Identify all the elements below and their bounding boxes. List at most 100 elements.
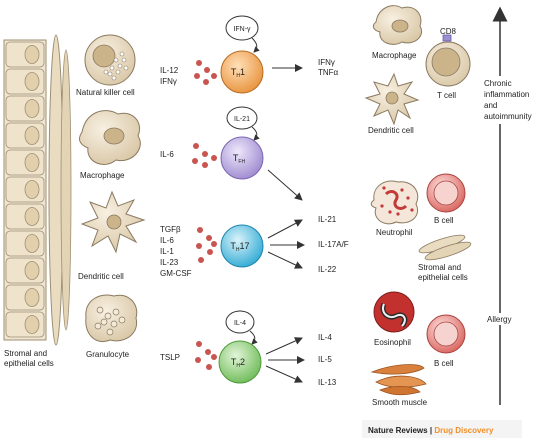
th17-arrow-il22: [267, 251, 303, 269]
dendritic-cell-icon-left: [80, 190, 146, 254]
nk-granule: [103, 69, 109, 75]
tfh-cell: TFH: [220, 136, 264, 180]
macrophage-label-left: Macrophage: [80, 171, 125, 180]
axis-bottom-label: Allergy: [487, 315, 511, 324]
th17-cell-sub: H: [236, 247, 240, 253]
footer-section: Drug Discovery: [434, 426, 494, 435]
th1-cytokine-dots: [194, 60, 217, 85]
axis-label-bg-top: [482, 76, 552, 124]
stromal-cells-icon-right: [418, 234, 472, 261]
nk-granule: [111, 75, 117, 81]
svg-text:TH17: TH17: [230, 241, 249, 253]
th1-feedback-loop: IFN-γ: [225, 15, 260, 53]
dendritic-label-left: Dendritic cell: [78, 272, 124, 281]
tfh-output-arrow: [267, 169, 303, 201]
th17-output-il21: IL-21: [318, 215, 337, 224]
epithelial-cell: [5, 203, 45, 230]
svg-text:TFH: TFH: [233, 153, 246, 165]
epithelial-cell: [5, 122, 45, 149]
nk-granule: [123, 65, 129, 71]
th17-cytokine-dots: [196, 227, 217, 263]
svg-text:TH2: TH2: [231, 357, 245, 369]
th2-cytokine-dots: [195, 341, 217, 370]
footer-journal: Nature Reviews | Drug Discovery: [368, 426, 494, 435]
th17-cell-main: T: [230, 241, 236, 251]
natural-killer-cell-icon: [84, 34, 136, 86]
th2-input-tslp: TSLP: [160, 353, 180, 362]
granulocyte-granule: [112, 308, 120, 316]
th2-arrow-il13: [265, 365, 303, 383]
smooth-muscle-label: Smooth muscle: [372, 398, 428, 407]
th17-arrow-il21: [267, 219, 303, 239]
nk-granule: [117, 63, 123, 69]
th2-cell-num: 2: [240, 357, 245, 367]
footer-bar: [362, 420, 522, 438]
th2-feedback-label: IL-4: [234, 320, 246, 327]
epithelial-cell: [5, 95, 45, 122]
epithelial-cell: [5, 68, 45, 95]
dendritic-cell-icon-right: [364, 72, 420, 126]
neutrophil-granule: [400, 188, 404, 192]
nk-granule: [109, 65, 115, 71]
granulocyte-granule: [110, 320, 118, 328]
th1-output-ifng: IFNγ: [318, 58, 335, 67]
th2-feedback-loop: IL-4: [225, 310, 258, 345]
neutrophil-granule: [396, 212, 400, 216]
th2-cell-sub: H: [236, 363, 240, 369]
epithelial-cell: [5, 230, 45, 257]
b-cell-icon-1: [426, 173, 466, 213]
epithelial-cell: [5, 149, 45, 176]
neutrophil-granule: [380, 204, 384, 208]
th17-cell-num: 17: [240, 241, 250, 251]
eosinophil-label: Eosinophil: [374, 338, 411, 347]
t-cell-label: T cell: [437, 91, 456, 100]
granulocyte-granule: [118, 316, 126, 324]
th1-cell-main: T: [231, 67, 237, 77]
granulocyte-granule: [100, 318, 108, 326]
granulocyte-label: Granulocyte: [86, 350, 130, 359]
footer-separator: |: [430, 426, 432, 435]
th1-cell-num: 1: [240, 67, 245, 77]
epithelial-cell: [5, 257, 45, 284]
epithelial-cell: [5, 176, 45, 203]
svg-text:TH1: TH1: [231, 67, 245, 79]
th2-arrow-il4: [265, 337, 303, 355]
tfh-cell-sub: FH: [238, 159, 245, 165]
th1-feedback-label: IFN-γ: [233, 26, 251, 33]
th2-output-il13: IL-13: [318, 378, 337, 387]
th1-input-ifng: IFNγ: [160, 77, 177, 86]
th17-input-gmcsf: GM-CSF: [160, 269, 192, 278]
neutrophil-label: Neutrophil: [376, 228, 413, 237]
th17-cell: TH17: [220, 224, 264, 268]
stromal-label-right-1: Stromal and: [418, 263, 461, 272]
nk-granule: [115, 69, 121, 75]
epithelial-cell: [5, 311, 45, 338]
natural-killer-label: Natural killer cell: [76, 88, 135, 97]
nk-granule: [107, 71, 113, 77]
neutrophil-icon: [370, 180, 419, 225]
b-cell-icon-2: [426, 314, 466, 354]
axis-top-label-line3: and: [484, 101, 497, 110]
cd8-label: CD8: [440, 27, 457, 36]
dendritic-label-right: Dendritic cell: [368, 126, 414, 135]
granulocyte-granule: [106, 328, 114, 336]
axis-top-label-line4: autoimmunity: [484, 112, 532, 121]
axis-top-label-line2: inflammation: [484, 90, 529, 99]
b-cell-label-2: B cell: [434, 359, 454, 368]
th2-output-il4: IL-4: [318, 333, 332, 342]
macrophage-label-right: Macrophage: [372, 51, 417, 60]
tfh-cytokine-dots: [192, 143, 217, 168]
epithelial-cell: [5, 284, 45, 311]
tfh-cell-main: T: [233, 153, 239, 163]
b-cell-label-1: B cell: [434, 216, 454, 225]
neutrophil-granule: [410, 208, 414, 212]
nk-granule: [119, 51, 125, 57]
th17-input-il1: IL-1: [160, 247, 174, 256]
axis-label-bg-bottom: [484, 313, 518, 325]
th1-output-tnfa: TNFα: [318, 68, 339, 77]
stromal-epithelial-column: [3, 34, 72, 346]
th1-cell: TH1: [220, 50, 264, 94]
cd8-t-cell-icon: [425, 34, 471, 87]
neutrophil-granule: [406, 196, 410, 200]
